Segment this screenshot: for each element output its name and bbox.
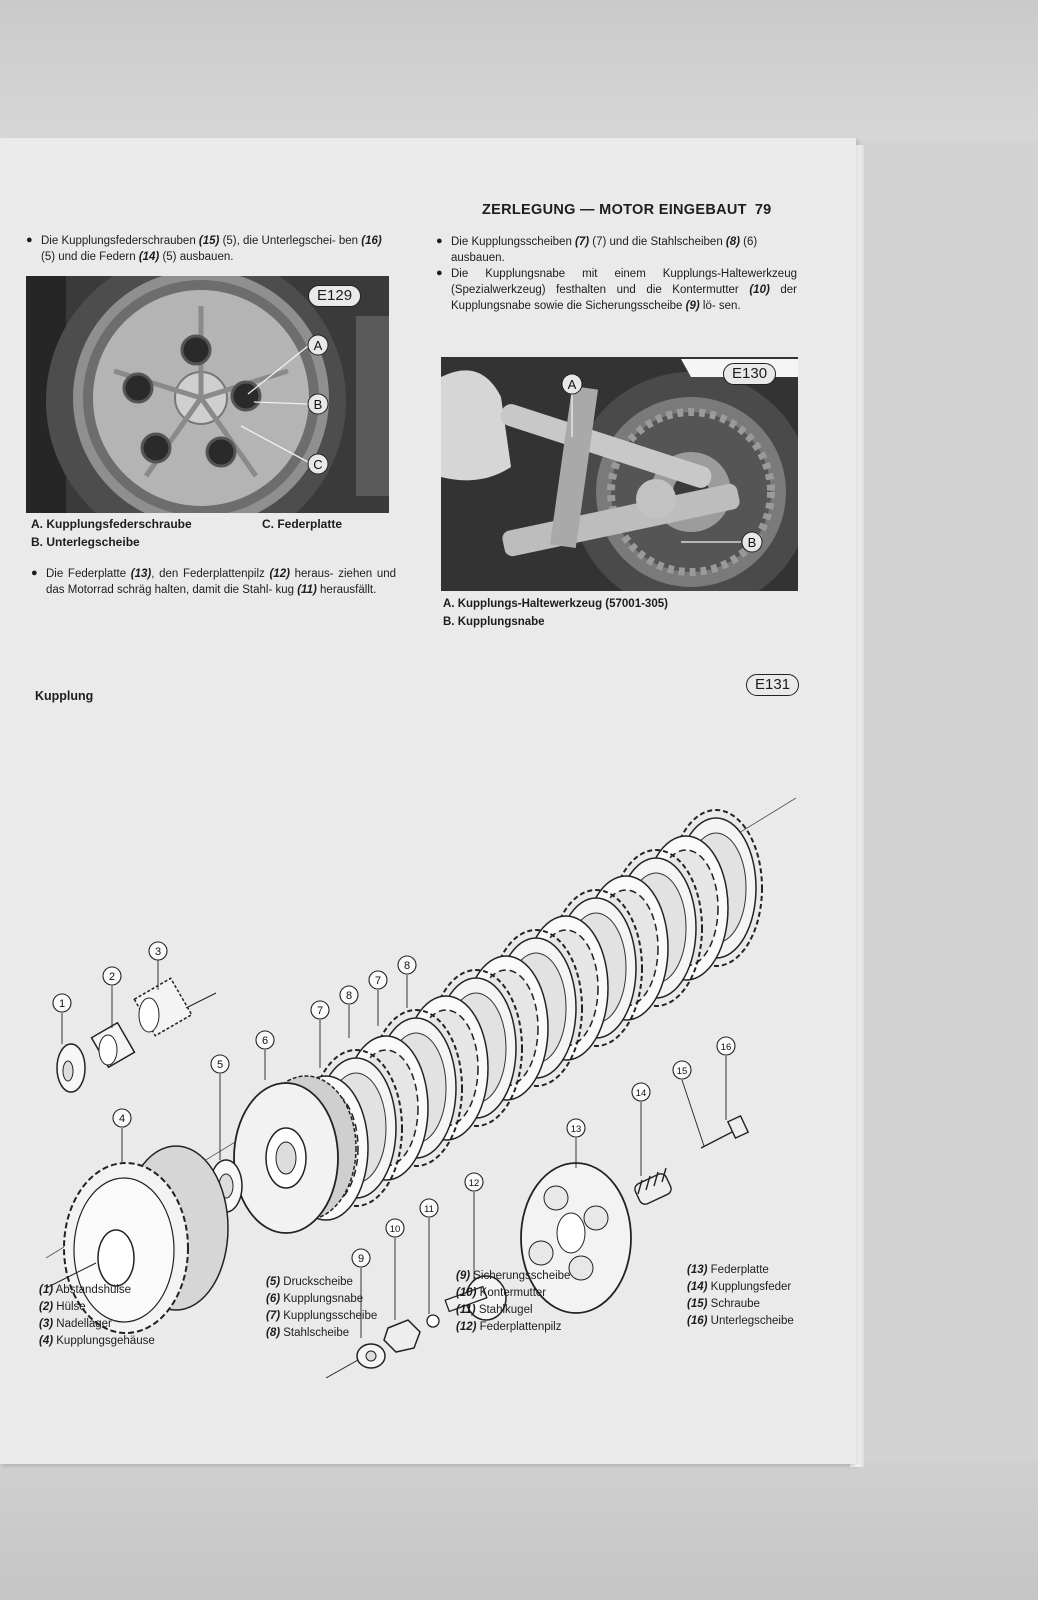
legend-item: (7) Kupplungsscheibe	[266, 1310, 378, 1322]
legend-col-4: (13) Federplatte (14) Kupplungsfeder (15…	[687, 1262, 794, 1330]
part-number-10: 10	[390, 1224, 401, 1235]
callout-b: B	[748, 535, 757, 550]
right-bullet-1: Die Kupplungsscheiben (7) (7) und die St…	[436, 233, 797, 266]
background-bottom	[0, 1462, 1038, 1600]
legend-item: (10) Kontermutter	[456, 1287, 547, 1299]
right-bullet-2: Die Kupplungsnabe mit einem Kupplungs-Ha…	[436, 265, 797, 314]
part-number-5: 5	[217, 1059, 223, 1071]
legend-item: (11) Stahlkugel	[456, 1304, 533, 1316]
part-number-9: 9	[358, 1253, 364, 1265]
callout-c: C	[313, 457, 322, 472]
photo-e130: A B E130	[441, 357, 798, 591]
part-number-6: 6	[262, 1035, 268, 1047]
legend-item: (5) Druckscheibe	[266, 1276, 353, 1288]
part-number-13: 13	[571, 1124, 582, 1135]
part-number-11: 11	[424, 1204, 434, 1215]
left-bullet-2: Die Federplatte (13), den Federplattenpi…	[31, 565, 396, 598]
legend-item: (6) Kupplungsnabe	[266, 1293, 364, 1305]
legend-item: (4) Kupplungsgehäuse	[39, 1335, 155, 1347]
caption-e130-b: B. Kupplungsnabe	[443, 616, 545, 628]
disc-stack	[283, 809, 763, 1221]
pressure-plate	[520, 1162, 632, 1314]
part-number-14: 14	[636, 1088, 647, 1099]
page-number: 79	[754, 202, 772, 218]
legend-item: (2) Hülse	[39, 1301, 86, 1313]
legend-item: (14) Kupplungsfeder	[687, 1281, 792, 1293]
part-number-4: 4	[119, 1113, 125, 1125]
part-number-12: 12	[469, 1178, 480, 1189]
legend-item: (12) Federplattenpilz	[456, 1321, 562, 1333]
callout-a: A	[568, 377, 577, 392]
part-number-1: 1	[59, 998, 65, 1010]
legend-item: (9) Sicherungsscheibe	[456, 1270, 571, 1282]
legend-item: (15) Schraube	[687, 1298, 760, 1310]
clutch-photo-illustration: A B C	[26, 276, 389, 513]
part-number-7a: 7	[317, 1005, 323, 1017]
legend-item: (8) Stahlscheibe	[266, 1327, 350, 1339]
figure-tag-e131: E131	[746, 674, 800, 696]
section-title-kupplung: Kupplung	[35, 689, 94, 703]
legend-item: (3) Nadellager	[39, 1318, 112, 1330]
legend-item: (13) Federplatte	[687, 1264, 769, 1276]
legend-col-2: (5) Druckscheibe (6) Kupplungsnabe (7) K…	[266, 1274, 377, 1342]
figure-tag-e130: E130	[723, 363, 777, 385]
part-number-8a: 8	[346, 990, 352, 1002]
figure-tag-e129: E129	[308, 285, 362, 307]
part-number-15: 15	[677, 1066, 688, 1077]
photo-e129: A B C E129	[26, 276, 389, 513]
legend-item: (16) Unterlegscheibe	[687, 1315, 794, 1327]
callout-a: A	[314, 338, 323, 353]
caption-e129-b: B. Unterlegscheibe	[31, 535, 140, 549]
caption-e129-a: A. Kupplungsfederschraube	[31, 517, 192, 531]
part-number-8b: 8	[404, 960, 410, 972]
left-bullet-1: Die Kupplungsfederschrauben (15) (5), di…	[26, 232, 391, 265]
spring-and-bolt	[634, 1114, 750, 1205]
page-header: ZERLEGUNG — MOTOR EINGEBAUT 79	[482, 202, 772, 218]
background-top	[0, 0, 1038, 140]
caption-e129-c: C. Federplatte	[262, 517, 343, 531]
part-number-3: 3	[155, 946, 161, 958]
caption-e130-a: A. Kupplungs-Haltewerkzeug (57001-305)	[443, 598, 668, 610]
part-number-16: 16	[721, 1042, 732, 1053]
clutch-housing	[45, 1145, 229, 1334]
header-title: ZERLEGUNG — MOTOR EINGEBAUT	[482, 202, 747, 218]
clutch-exploded-diagram: 1 2 3 4 5 6 7 8 7 8 9 10 11 12 13 14 15 …	[45, 797, 797, 1379]
part-number-2: 2	[109, 971, 115, 983]
holder-tool-photo-illustration: A B	[441, 357, 798, 591]
part-number-7b: 7	[375, 975, 381, 987]
callout-b: B	[314, 397, 323, 412]
clutch-hub	[233, 1075, 357, 1234]
legend-item: (1) Abstandshülse	[39, 1284, 132, 1296]
legend-col-3: (9) Sicherungsscheibe (10) Kontermutter …	[456, 1268, 570, 1336]
legend-col-1: (1) Abstandshülse (2) Hülse (3) Nadellag…	[39, 1282, 155, 1350]
